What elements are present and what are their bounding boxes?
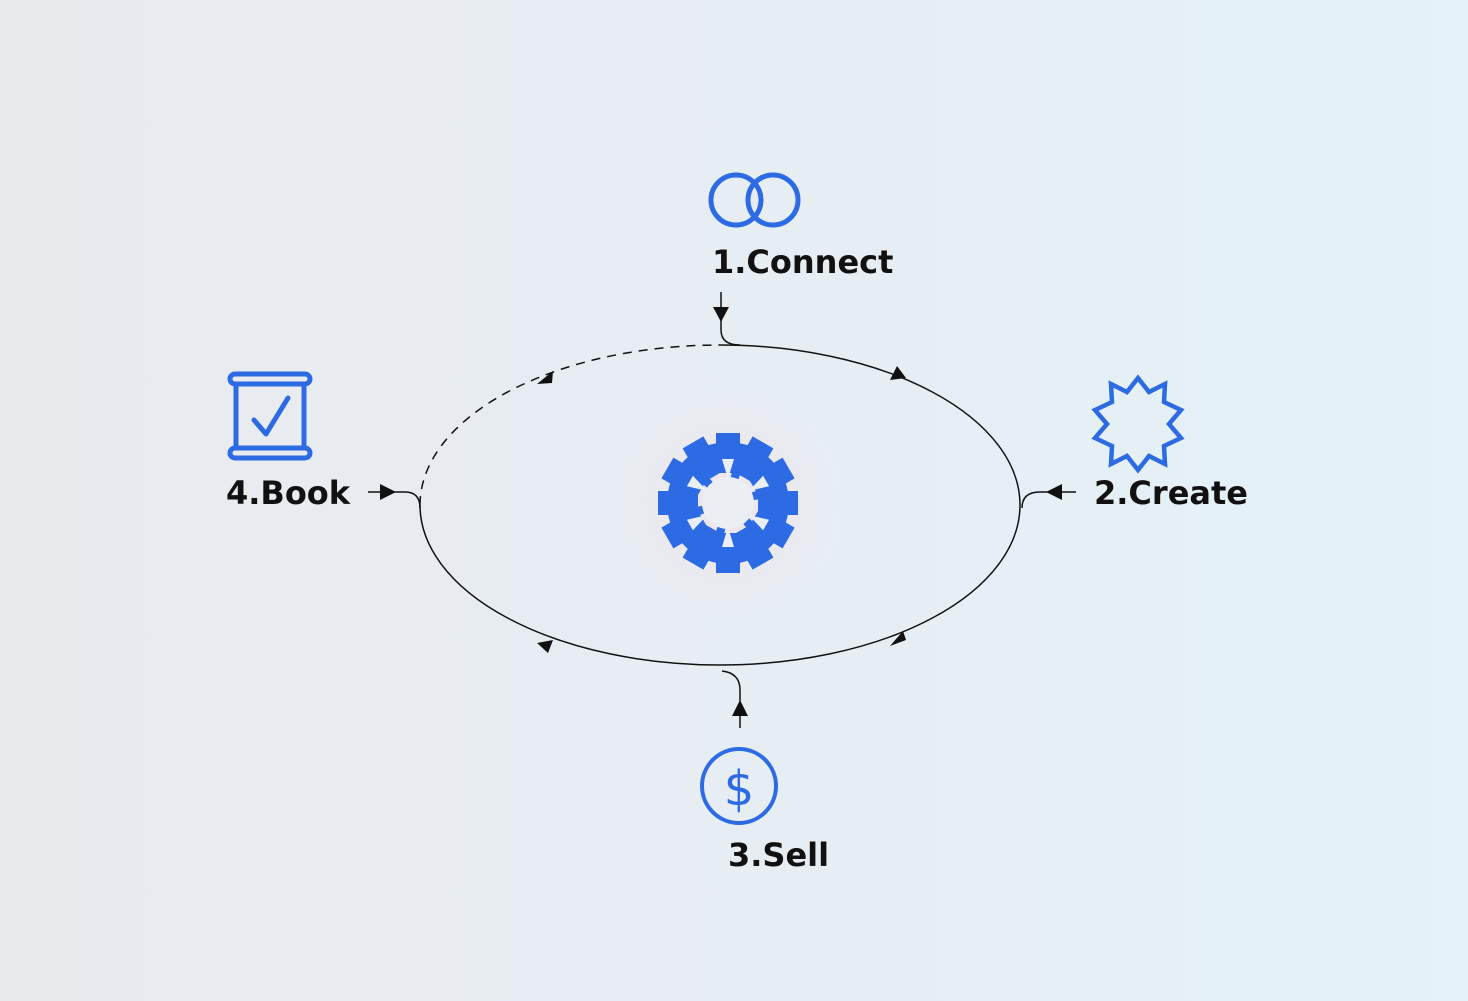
dollar-circle-icon: $ — [700, 747, 778, 825]
starburst-icon — [1091, 374, 1185, 474]
cycle-path-dashed — [419, 344, 721, 506]
step-connect: 1.Connect — [708, 172, 893, 281]
step-sell: $ 3.Sell — [700, 747, 829, 874]
arrow-create — [1046, 484, 1062, 500]
step-label-create: 2.Create — [1094, 474, 1248, 512]
connector-book — [368, 491, 421, 509]
svg-text:$: $ — [724, 761, 755, 817]
arrow-sell — [732, 700, 748, 716]
checked-scroll-icon — [227, 371, 313, 461]
connector-create — [1021, 491, 1076, 509]
cycle-arrow — [537, 640, 553, 653]
cycle-arrow — [890, 366, 906, 380]
arrow-book — [380, 484, 396, 500]
step-label-sell: 3.Sell — [728, 836, 829, 874]
asterisk-burst-logo-icon — [613, 388, 843, 618]
step-create: 2.Create — [1091, 374, 1248, 512]
cycle-arrow — [890, 631, 906, 646]
linked-rings-icon — [708, 172, 801, 228]
cycle-arrow — [537, 371, 553, 384]
arrow-connect — [713, 307, 729, 322]
step-label-book: 4.Book — [226, 474, 351, 512]
cycle-path-solid — [419, 344, 1021, 666]
step-label-connect: 1.Connect — [712, 243, 893, 281]
connector-connect — [720, 292, 741, 346]
step-book: 4.Book — [226, 371, 351, 512]
connector-sell — [721, 670, 741, 728]
